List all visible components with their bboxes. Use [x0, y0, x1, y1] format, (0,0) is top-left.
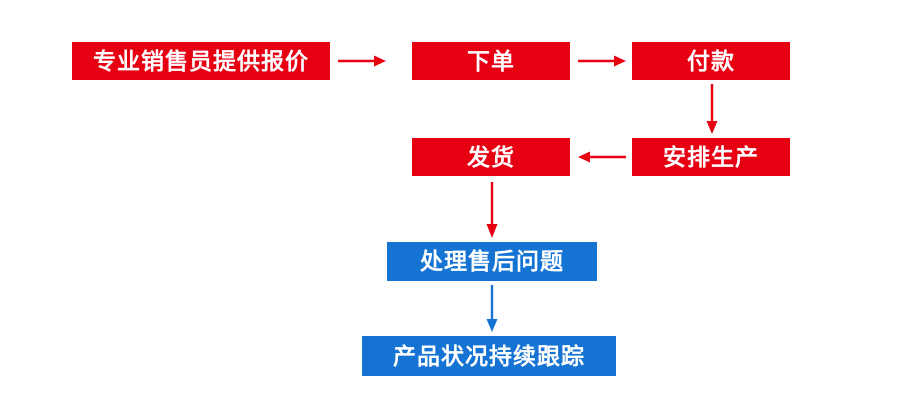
flow-arrow-produce-to-ship [578, 147, 626, 167]
flow-node-tracking[interactable]: 产品状况持续跟踪 [362, 336, 616, 376]
flow-node-pay[interactable]: 付款 [632, 42, 790, 80]
flow-arrow-after-to-track [482, 285, 502, 332]
flow-node-order[interactable]: 下单 [412, 42, 570, 80]
flow-arrow-quote-to-order [338, 51, 386, 71]
flow-arrow-pay-to-produce [702, 84, 722, 134]
flow-node-ship[interactable]: 发货 [412, 138, 570, 176]
flow-arrow-order-to-pay [578, 51, 626, 71]
flow-node-after-sales[interactable]: 处理售后问题 [387, 242, 597, 281]
flow-arrow-ship-to-after [482, 182, 502, 238]
flow-node-quote[interactable]: 专业销售员提供报价 [72, 42, 330, 80]
flow-node-produce[interactable]: 安排生产 [632, 138, 790, 176]
